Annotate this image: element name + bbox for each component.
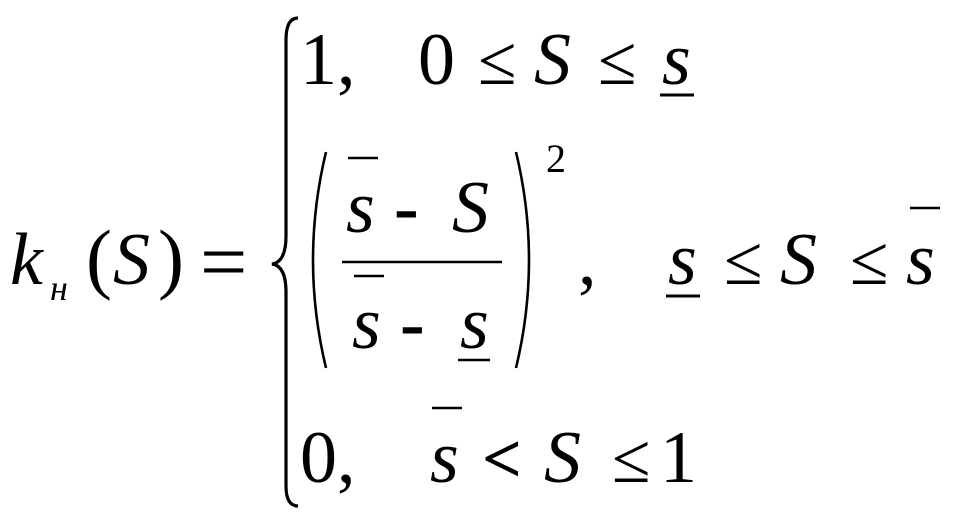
lhs-arg: S xyxy=(113,219,150,301)
case1-leq-1: ≤ xyxy=(478,23,516,100)
cases-brace xyxy=(271,16,299,508)
case3-S: S xyxy=(544,417,581,499)
lhs-equals: = xyxy=(200,216,247,309)
den-s-under: s xyxy=(460,283,489,365)
case2-paren-open xyxy=(311,151,328,369)
cond-S: S xyxy=(780,219,817,301)
case-1: 1, 0 ≤ S ≤ s xyxy=(300,19,694,101)
num-minus: - xyxy=(394,167,419,249)
case3-one: 1 xyxy=(660,417,697,499)
case-2: s - S s - s 2 , s ≤ S ≤ s xyxy=(311,136,940,369)
case1-zero: 0 xyxy=(418,19,455,101)
cond-leq-1: ≤ xyxy=(724,223,762,300)
lhs-k: k xyxy=(10,219,44,301)
formula-lhs: k н ( S ) = xyxy=(10,214,247,309)
case1-s-under: s xyxy=(662,19,691,101)
cond-leq-2: ≤ xyxy=(850,223,888,300)
den-minus: - xyxy=(400,283,425,365)
case2-paren-close xyxy=(514,151,531,369)
case-3: 0, s < S ≤ 1 xyxy=(300,406,697,499)
case1-value: 1, xyxy=(300,19,356,101)
case1-S: S xyxy=(534,19,571,101)
lhs-k-subscript: н xyxy=(50,268,68,308)
case2-comma: , xyxy=(578,219,597,301)
lhs-paren-close: ) xyxy=(158,214,184,301)
case3-s-bar: s xyxy=(430,417,459,499)
case3-value: 0, xyxy=(300,417,356,499)
lhs-paren-open: ( xyxy=(86,214,112,301)
case2-exponent: 2 xyxy=(546,136,566,181)
case1-leq-2: ≤ xyxy=(598,23,636,100)
cond-s-under: s xyxy=(668,219,697,301)
case3-leq: ≤ xyxy=(612,421,650,498)
num-S: S xyxy=(452,167,489,249)
num-s-bar: s xyxy=(346,167,375,249)
case3-lt: < xyxy=(482,421,522,498)
cond-s-bar: s xyxy=(906,219,935,301)
den-s-bar: s xyxy=(352,283,381,365)
